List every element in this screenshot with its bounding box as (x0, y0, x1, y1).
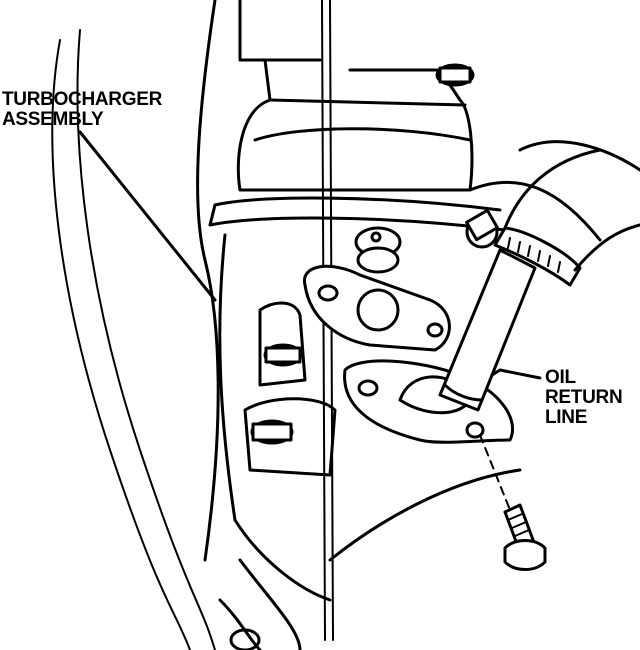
oil-return-line (438, 148, 640, 412)
lower-housing-detail (218, 468, 522, 650)
label-turbocharger-line-2: ASSEMBLY (2, 109, 104, 130)
turbocharger-housing (208, 58, 640, 650)
label-oil-return-line: OIL RETURN LINE (545, 367, 623, 428)
exhaust-flange-bolts (243, 301, 337, 477)
mounting-bolt-exploded (479, 434, 547, 571)
turbo-oil-outlet-flange (303, 264, 451, 352)
leader-lines (78, 130, 542, 380)
label-oil-line-2: RETURN (545, 387, 623, 408)
upper-bolt (435, 63, 475, 87)
flange-stud-nut (354, 226, 402, 274)
label-turbocharger-line-1: TURBOCHARGER (2, 89, 163, 110)
label-turbocharger-assembly: TURBOCHARGER ASSEMBLY (2, 90, 162, 130)
label-oil-line-3: LINE (545, 407, 588, 428)
label-oil-line-1: OIL (545, 367, 576, 388)
